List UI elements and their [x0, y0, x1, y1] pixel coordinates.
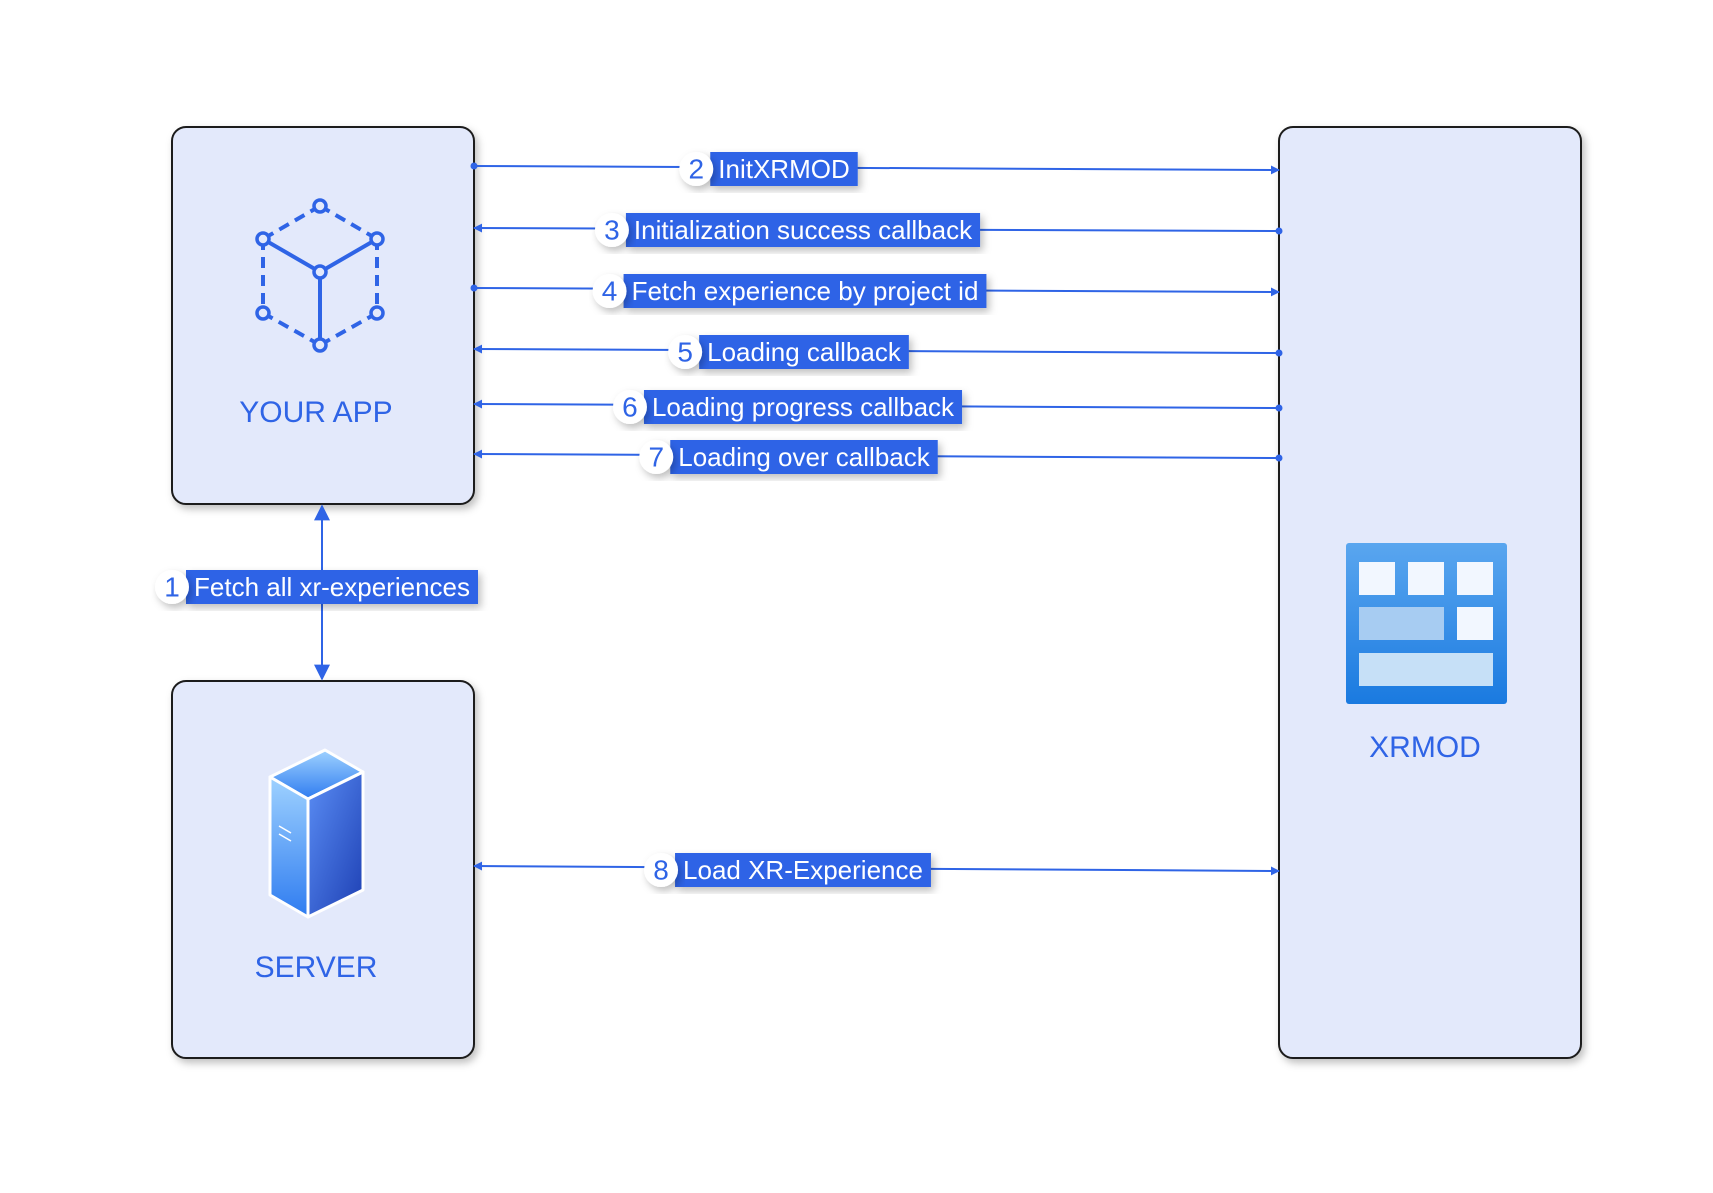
- your-app-label: YOUR APP: [239, 396, 392, 429]
- message-7-number: 7: [648, 442, 664, 473]
- message-8-label: Load XR-Experience 8: [644, 853, 931, 887]
- message-5-number: 5: [677, 337, 693, 368]
- message-7-label: Loading over callback 7: [639, 440, 938, 474]
- message-2-text: InitXRMOD: [718, 154, 849, 184]
- message-2-arrow: [473, 165, 1280, 175]
- message-3-number: 3: [604, 215, 620, 246]
- message-2-label: InitXRMOD 2: [679, 152, 858, 186]
- message-6-number: 6: [622, 392, 638, 423]
- message-8-text: Load XR-Experience: [683, 855, 923, 885]
- your-app-box: [171, 126, 475, 505]
- grid-layout-icon: [1346, 543, 1507, 704]
- message-1-label: Fetch all xr-experiences 1: [155, 570, 478, 604]
- message-1-text: Fetch all xr-experiences: [194, 572, 470, 602]
- message-4-text: Fetch experience by project id: [632, 276, 979, 306]
- message-5-text: Loading callback: [707, 337, 902, 367]
- message-3-label: Initialization success callback 3: [594, 213, 981, 247]
- message-1-number: 1: [164, 572, 180, 603]
- server-tower-icon: [268, 748, 365, 919]
- message-6-label: Loading progress callback 6: [612, 390, 963, 424]
- message-7-text: Loading over callback: [678, 442, 930, 472]
- server-label: SERVER: [255, 951, 378, 984]
- message-3-text: Initialization success callback: [634, 215, 973, 245]
- message-5-label: Loading callback 5: [668, 335, 909, 369]
- message-8-number: 8: [653, 855, 669, 886]
- message-4-label: Fetch experience by project id 4: [592, 274, 987, 308]
- xrmod-label: XRMOD: [1369, 731, 1481, 764]
- cube-network-icon: [255, 198, 385, 353]
- message-4-number: 4: [602, 276, 618, 307]
- message-2-number: 2: [688, 154, 704, 185]
- message-6-text: Loading progress callback: [652, 392, 955, 422]
